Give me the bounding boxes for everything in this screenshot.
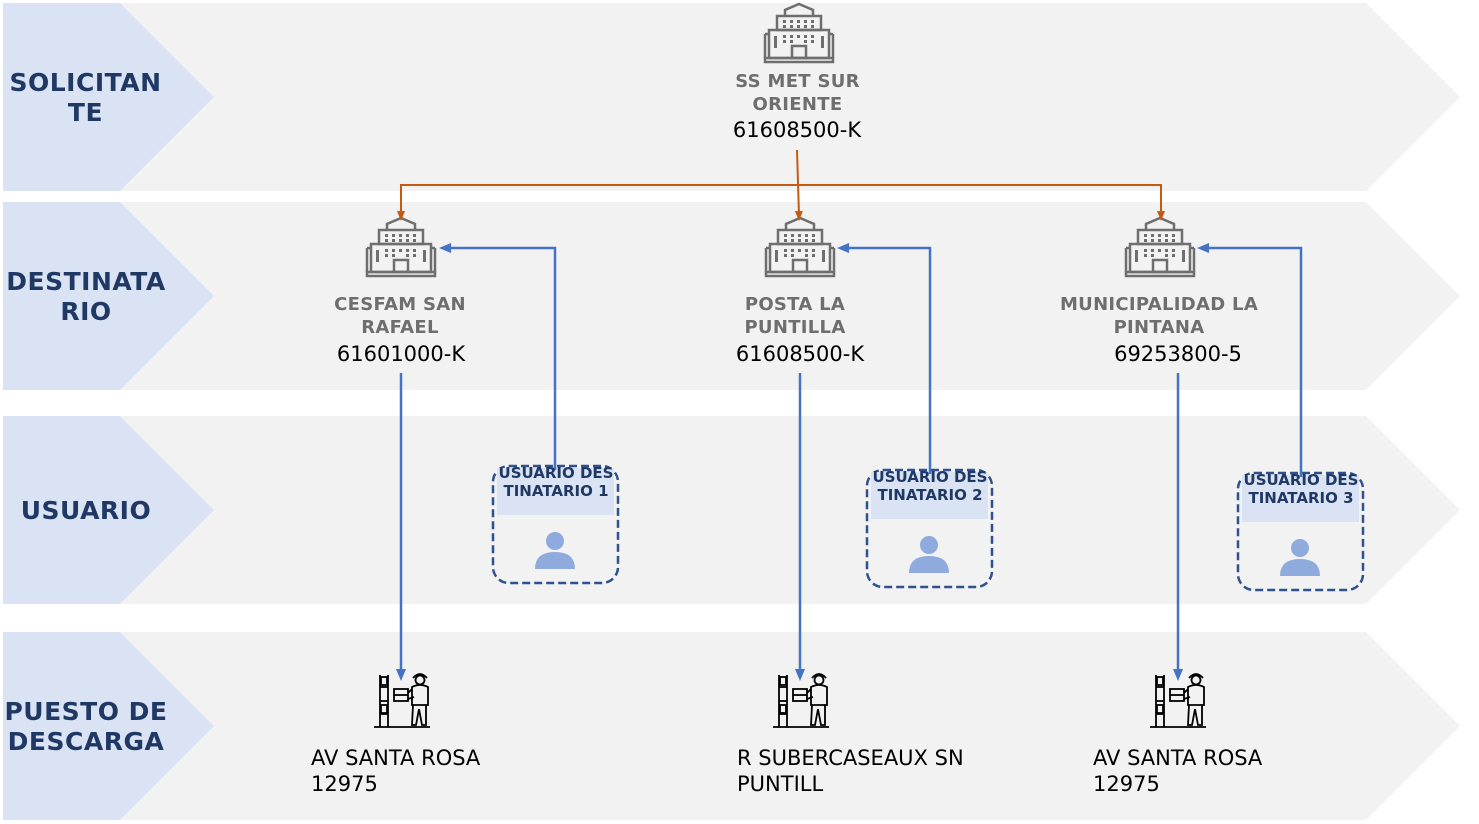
destinatario-id-3: 69253800-5 — [1114, 342, 1242, 366]
user-box-2 — [865, 468, 994, 589]
lane-label-solicitante: SOLICITANTE — [9, 68, 162, 127]
hierarchy-connectors — [397, 149, 1165, 221]
lane-solicitante — [3, 3, 1460, 191]
destinatario-name-2: POSTA LA PUNTILLA — [744, 294, 846, 338]
lane-puesto — [3, 632, 1460, 820]
lane-usuario — [3, 416, 1460, 604]
puesto-address-1: AV SANTA ROSA 12975 — [311, 746, 481, 796]
flow-connectors — [396, 243, 1303, 681]
solicitante-id: 61608500-K — [732, 118, 862, 142]
solicitante-name: SS MET SUR ORIENTE — [735, 71, 860, 115]
destinatario-name-3: MUNICIPALIDAD LA PINTANA — [1059, 294, 1259, 338]
destinatario-id-1: 61601000-K — [336, 342, 466, 366]
usuario-label-2: USUARIO DESTINATARIO 2 — [872, 468, 988, 504]
destinatario-name-1: CESFAM SAN RAFAEL — [334, 294, 466, 338]
usuario-label-3: USUARIO DESTINATARIO 3 — [1243, 471, 1359, 507]
user-box-1 — [491, 464, 620, 585]
lane-label-destinatario: DESTINATARIO — [6, 267, 166, 326]
puesto-address-3: AV SANTA ROSA 12975 — [1093, 746, 1263, 796]
user-box-3 — [1236, 471, 1365, 592]
destinatario-id-2: 61608500-K — [735, 342, 865, 366]
lane-label-puesto: PUESTO DE DESCARGA — [4, 697, 168, 756]
usuario-label-1: USUARIO DESTINATARIO 1 — [498, 464, 614, 500]
puesto-address-2: R SUBERCASEAUX SN PUNTILL — [737, 746, 964, 796]
lane-label-usuario: USUARIO — [20, 496, 152, 525]
